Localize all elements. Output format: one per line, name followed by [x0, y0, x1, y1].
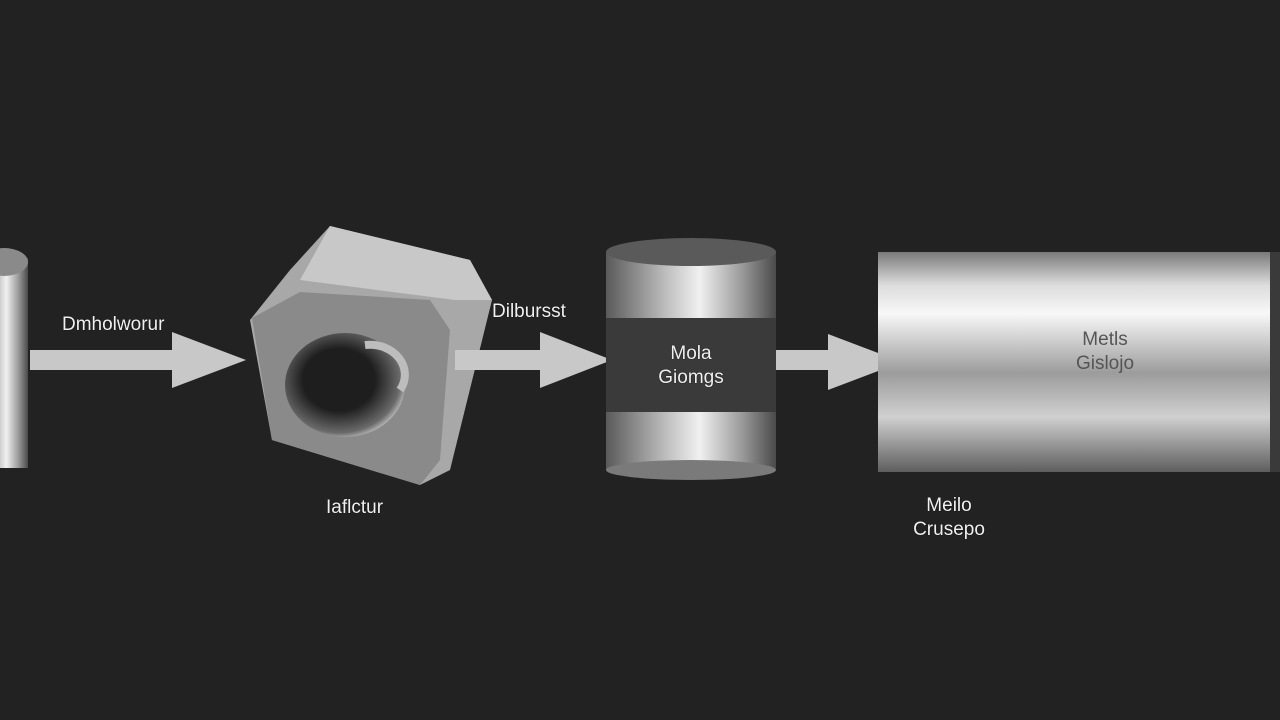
below-tube-label: Meilo Crusepo	[894, 494, 1004, 542]
arrow-3	[776, 334, 902, 390]
drum-label: Mola Giomgs	[636, 342, 746, 390]
tube-label: Metls Gislojo	[1050, 328, 1160, 376]
drum-label-line2: Giomgs	[658, 367, 724, 388]
hex-nut	[250, 226, 492, 485]
arrow-2	[455, 332, 612, 388]
arrow-1-label: Dmholworur	[62, 314, 165, 335]
tube	[878, 252, 1280, 472]
arrow-2-label: Dilbursst	[492, 301, 566, 322]
below-tube-label-line2: Crusepo	[913, 519, 985, 540]
hex-nut-label: Iaflctur	[326, 497, 384, 518]
drum-label-line1: Mola	[670, 343, 712, 364]
left-cylinder	[0, 248, 28, 468]
below-tube-label-line1: Meilo	[926, 495, 972, 516]
tube-label-line1: Metls	[1082, 329, 1128, 350]
tube-label-line2: Gislojo	[1075, 353, 1135, 374]
drum-cylinder	[606, 238, 776, 480]
arrow-1	[30, 332, 246, 388]
